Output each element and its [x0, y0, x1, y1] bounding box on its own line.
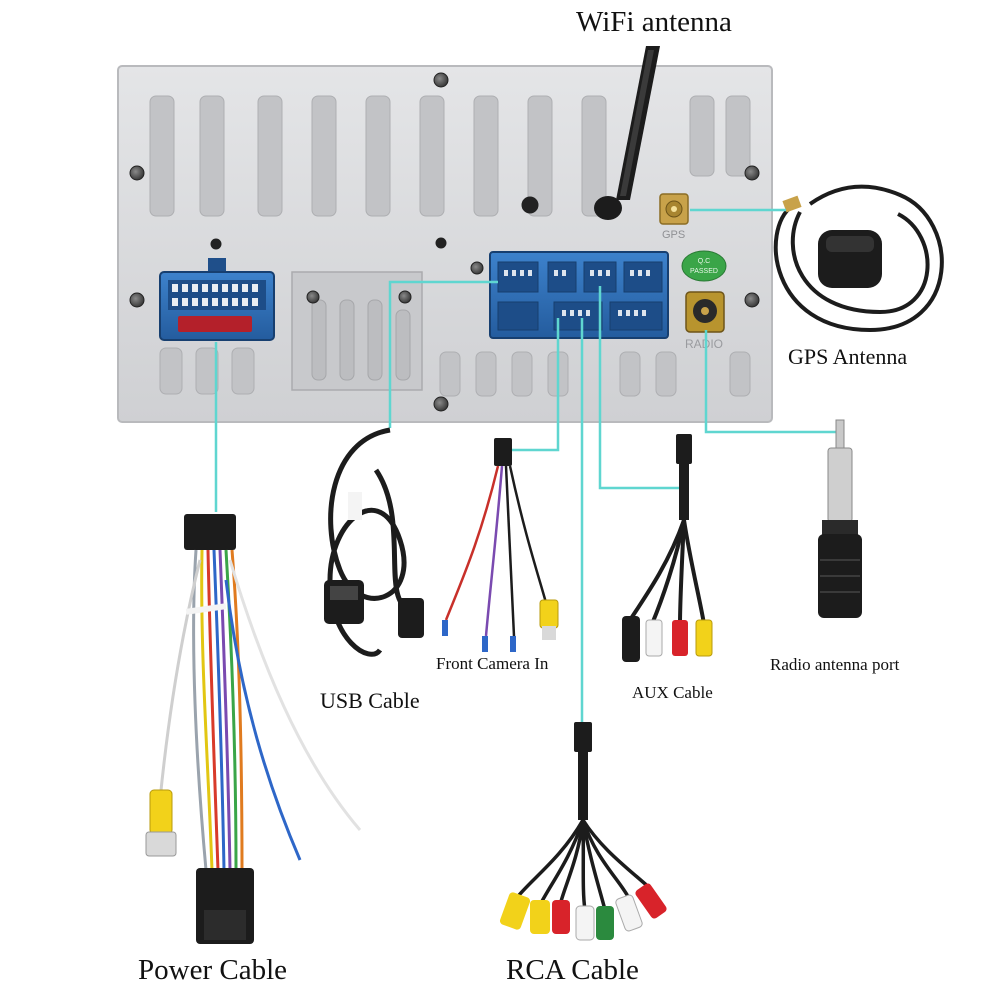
vent-slots-bottom: [159, 347, 751, 397]
label-power-cable: Power Cable: [138, 954, 287, 986]
power-connector-socket: [159, 258, 275, 341]
vent-slots-top: [149, 95, 751, 217]
usb-cable-part: [324, 427, 424, 657]
label-rca-cable: RCA Cable: [506, 954, 639, 986]
label-radio-antenna-port: Radio antenna port: [770, 655, 900, 674]
label-wifi-antenna: WiFi antenna: [576, 6, 732, 38]
gps-port-marking: GPS: [662, 229, 685, 241]
aux-cable-part: [622, 434, 713, 662]
leader-lines: [214, 208, 838, 722]
leader-radio: [704, 330, 838, 434]
leader-front-camera: [510, 318, 560, 452]
gps-sma-port: GPS: [659, 193, 689, 241]
power-cable-part: [145, 514, 362, 944]
wifi-antenna-part: [594, 46, 660, 220]
label-usb-cable: USB Cable: [320, 688, 420, 713]
gps-antenna-part: [773, 184, 944, 333]
qc-passed-sticker: Q.C PASSED: [681, 250, 727, 282]
head-unit-back-panel: [117, 65, 773, 423]
radio-antenna-adapter-part: [818, 419, 862, 618]
qc-sticker-line1: Q.C: [698, 258, 710, 265]
label-front-camera-in: Front Camera In: [436, 654, 549, 673]
multi-connector-block: [489, 251, 669, 339]
leader-aux: [598, 286, 680, 490]
radio-port-marking: RADIO: [685, 337, 723, 351]
panel-screws: [129, 72, 760, 412]
leader-usb: [388, 280, 498, 428]
label-aux-cable: AUX Cable: [632, 683, 713, 702]
label-gps-antenna: GPS Antenna: [788, 344, 908, 369]
radio-antenna-socket: RADIO: [685, 291, 725, 351]
front-camera-cable-part: [442, 438, 559, 652]
qc-sticker-line2: PASSED: [690, 268, 718, 275]
rca-cable-part: [499, 722, 667, 941]
